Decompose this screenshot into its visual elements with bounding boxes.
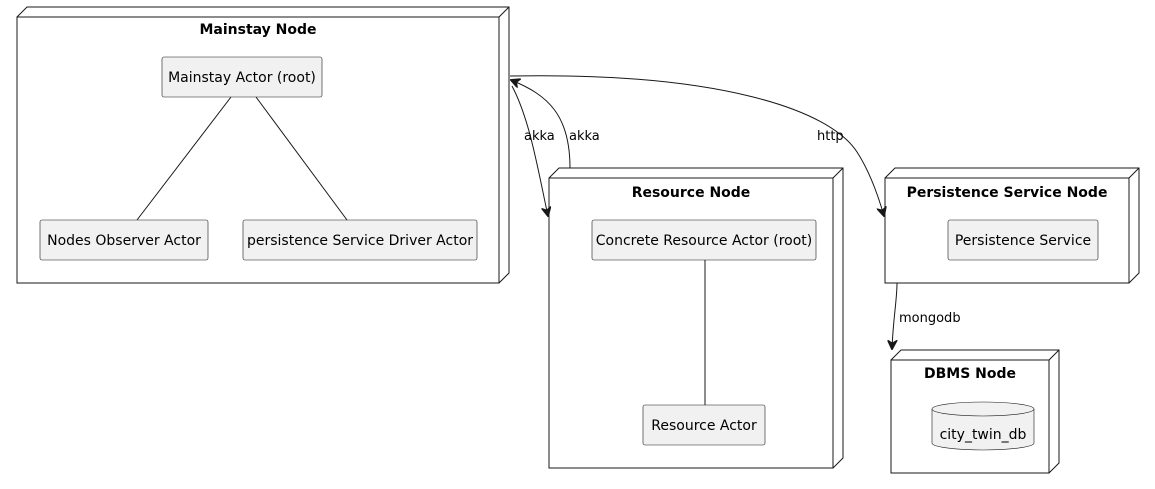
edge-akka-to-mainstay-label: akka	[569, 129, 600, 144]
resource-actor-label: Resource Actor	[651, 418, 757, 434]
link-mainstay-to-persistence-driver	[255, 96, 348, 221]
mainstay-actor-label: Mainstay Actor (root)	[168, 70, 316, 86]
database-city-twin-db: city_twin_db	[931, 401, 1035, 451]
edge-http	[509, 75, 884, 216]
nodes-observer-actor-label: Nodes Observer Actor	[47, 233, 201, 249]
concrete-resource-actor-label: Concrete Resource Actor (root)	[596, 233, 812, 249]
resource-actor: Resource Actor	[642, 404, 766, 446]
persistence-driver-actor-label: persistence Service Driver Actor	[247, 233, 473, 249]
mainstay-actor: Mainstay Actor (root)	[161, 56, 323, 98]
edge-akka-to-resource	[511, 85, 548, 216]
persistence-driver-actor: persistence Service Driver Actor	[242, 219, 478, 261]
persistence-service: Persistence Service	[947, 219, 1099, 261]
edge-mongodb	[892, 282, 898, 349]
mainstay-node-title: Mainstay Node	[199, 22, 316, 38]
database-label: city_twin_db	[940, 427, 1027, 443]
persistence-service-node-title: Persistence Service Node	[907, 185, 1108, 201]
dbms-node-title: DBMS Node	[924, 366, 1016, 382]
concrete-resource-actor: Concrete Resource Actor (root)	[591, 219, 817, 261]
edge-akka-to-mainstay	[511, 80, 571, 169]
edge-akka-to-resource-label: akka	[524, 129, 555, 144]
edge-http-label: http	[817, 129, 844, 144]
persistence-service-label: Persistence Service	[955, 233, 1091, 249]
edge-mongodb-label: mongodb	[899, 311, 961, 326]
nodes-observer-actor: Nodes Observer Actor	[39, 219, 209, 261]
resource-node-title: Resource Node	[632, 185, 751, 201]
link-mainstay-to-nodes-observer	[136, 96, 232, 221]
